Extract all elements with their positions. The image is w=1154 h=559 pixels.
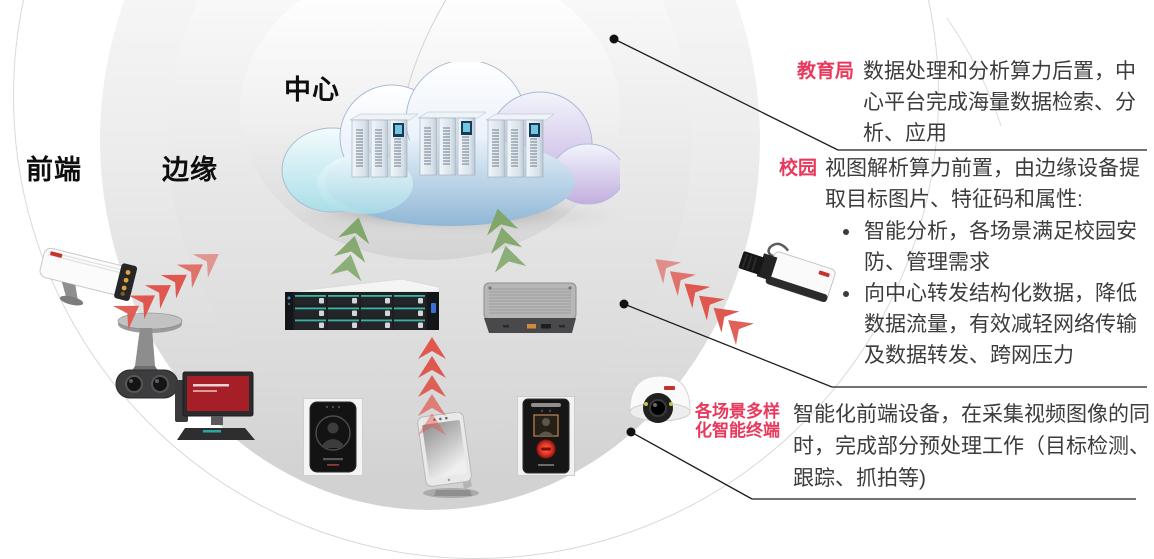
annotation-text: 数据处理和分析算力后置，中心平台完成海量数据检索、分析、应用 bbox=[863, 60, 1137, 145]
annotation-text: 智能化前端设备，在采集视频图像的同时，完成部分预处理工作（目标检测、跟踪、抓拍等… bbox=[793, 403, 1150, 490]
zone-label-edge: 边缘 bbox=[162, 155, 218, 185]
annotation-intro: 视图解析算力前置，由边缘设备提取目标图片、特征码和属性: bbox=[825, 157, 1141, 211]
dome-camera bbox=[629, 375, 691, 423]
bullet-item: 智能分析，各场景满足校园安防、管理需求 bbox=[862, 216, 1153, 278]
face-recognition-terminal bbox=[303, 398, 363, 476]
box-camera bbox=[738, 242, 836, 303]
annotation-terminals: 各场景多样化智能终端 智能化前端设备，在采集视频图像的同时，完成部分预处理工作（… bbox=[695, 399, 1153, 495]
face-recognition-tablet bbox=[417, 412, 479, 498]
zone-label-front: 前端 bbox=[26, 155, 82, 185]
annotation-body: 视图解析算力前置，由边缘设备提取目标图片、特征码和属性: 智能分析，各场景满足校… bbox=[825, 153, 1153, 371]
zone-label-center: 中心 bbox=[284, 75, 340, 105]
annotation-label: 教育局 bbox=[797, 61, 855, 82]
workstation-terminal bbox=[175, 371, 255, 440]
face-recognition-intercom bbox=[517, 396, 575, 476]
rack-server bbox=[285, 278, 440, 330]
edge-computing-box bbox=[483, 282, 577, 333]
annotation-label: 各场景多样化智能终端 bbox=[695, 402, 780, 440]
annotation-label: 校园 bbox=[779, 158, 818, 179]
annotation-bullet-list: 智能分析，各场景满足校园安防、管理需求 向中心转发结构化数据，降低数据流量，有效… bbox=[825, 216, 1153, 371]
bullet-item: 向中心转发结构化数据，降低数据流量，有效减轻网络传输及数据转发、跨网压力 bbox=[862, 278, 1153, 371]
annotation-campus: 校园 视图解析算力前置，由边缘设备提取目标图片、特征码和属性: 智能分析，各场景… bbox=[779, 153, 1153, 371]
annotation-education-bureau: 教育局 数据处理和分析算力后置，中心平台完成海量数据检索、分析、应用 bbox=[797, 56, 1153, 149]
